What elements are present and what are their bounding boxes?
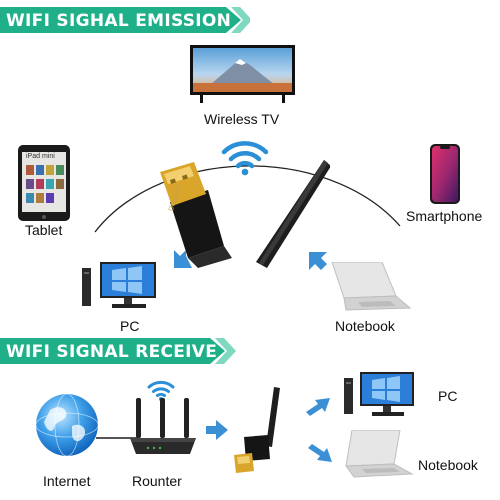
emission-title: WIFI SIGHAL EMISSION [6,11,232,31]
tv-label: Wireless TV [204,111,280,127]
banner-shape [0,7,250,33]
router-label: Rounter [132,473,182,489]
receive-title: WIFI SIGNAL RECEIVE [6,342,218,362]
router-image [128,398,198,460]
arrow-icon [308,444,332,462]
pc-label: PC [438,388,458,404]
pc-image [82,262,162,310]
pc-image [344,372,416,418]
usb-adapter-image [160,160,330,268]
arrow-icon [174,250,192,268]
smartphone-label: Smartphone [406,208,483,224]
smartphone-image [430,144,460,204]
tablet-image: iPad mini [18,145,70,221]
tablet-screen-text: iPad mini [26,153,55,160]
internet-label: Internet [43,473,91,489]
notebook-label: Notebook [418,457,478,473]
banner-shape [0,338,236,364]
notebook-label: Notebook [335,318,395,334]
arrow-icon [306,398,330,416]
pc-label: PC [120,318,140,334]
arrow-icon [206,420,228,440]
emission-banner: WIFI SIGHAL EMISSION [0,7,250,33]
notebook-image [338,429,418,478]
receive-banner: WIFI SIGNAL RECEIVE [0,338,250,364]
globe-image [34,392,100,458]
tv-image [190,45,295,105]
wifi-icon [221,141,269,176]
notebook-image [326,261,412,312]
tablet-label: Tablet [25,222,63,238]
usb-adapter-image [234,387,280,473]
arrow-icon [309,252,327,270]
